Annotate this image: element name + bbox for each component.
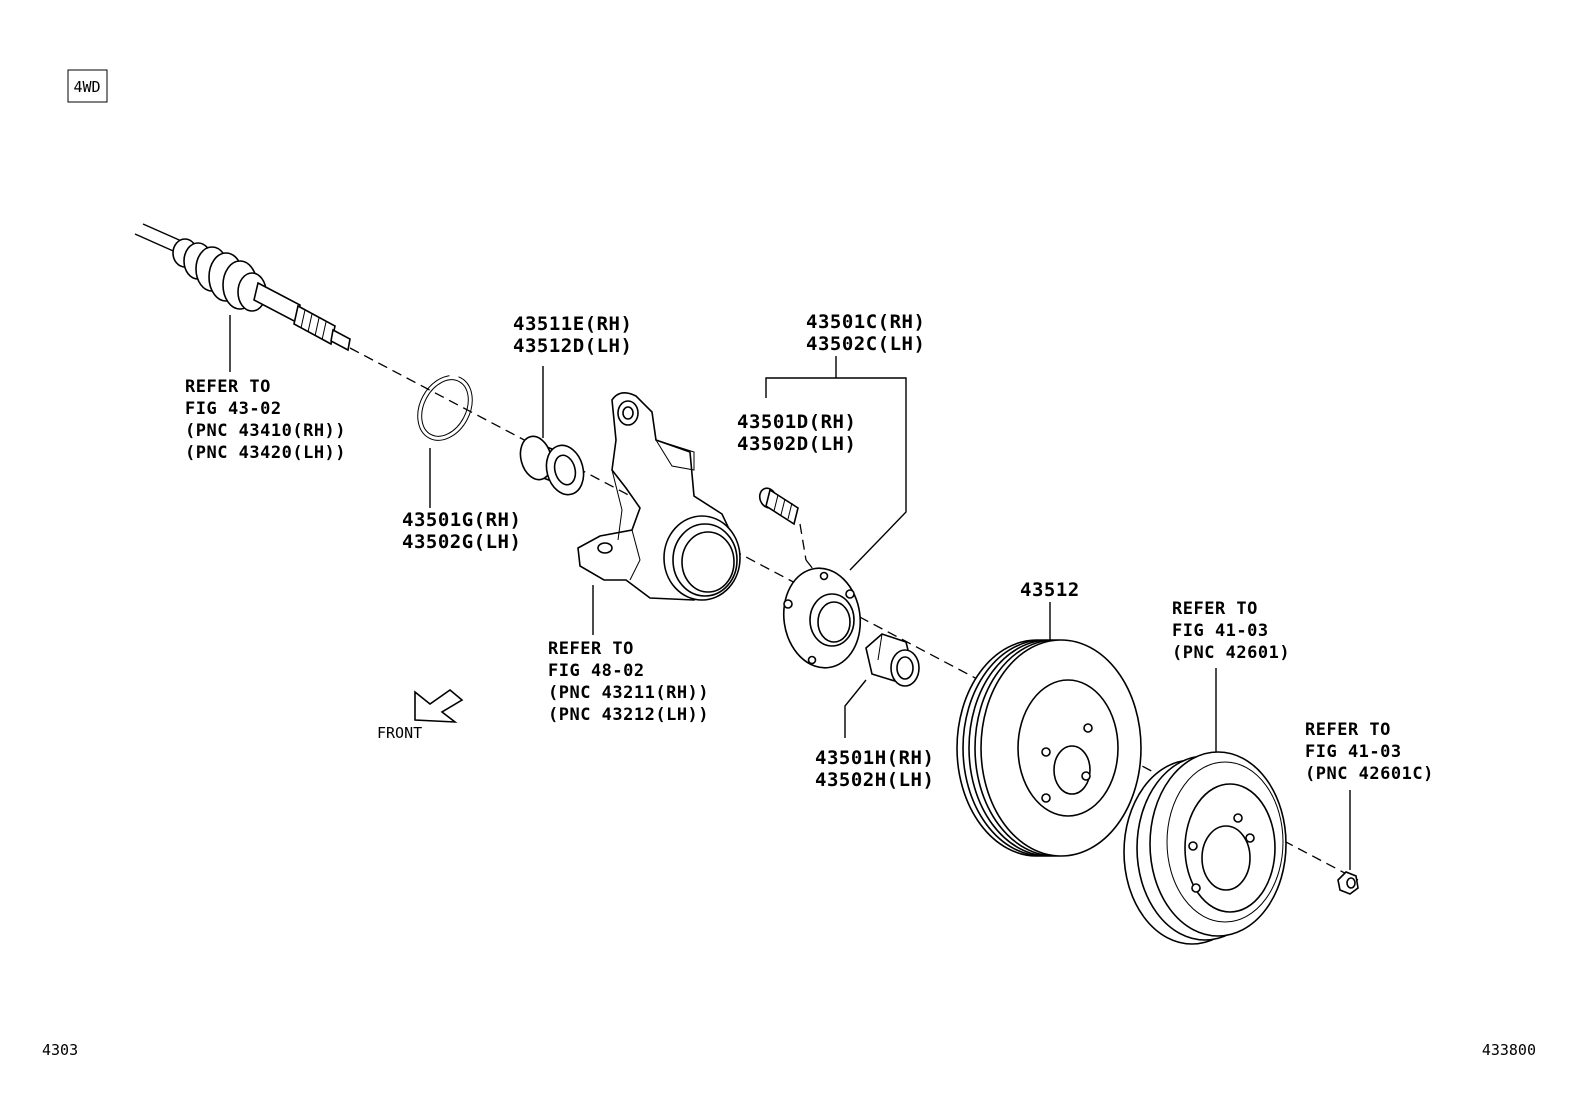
svg-text:(PNC 42601C): (PNC 42601C) [1305, 764, 1434, 784]
svg-text:43501C(RH): 43501C(RH) [806, 311, 925, 333]
svg-text:43501D(RH): 43501D(RH) [737, 411, 856, 433]
bearing-label: 43511E(RH) 43512D(LH) [513, 313, 632, 357]
brake-drum [1123, 751, 1287, 945]
footer-left-code: 4303 [42, 1041, 78, 1059]
svg-text:REFER TO: REFER TO [548, 639, 634, 659]
snap-ring [417, 369, 473, 441]
svg-text:4WD: 4WD [73, 78, 100, 96]
svg-text:FIG 41-03: FIG 41-03 [1305, 742, 1402, 762]
svg-text:43501H(RH): 43501H(RH) [815, 747, 934, 769]
svg-text:43502D(LH): 43502D(LH) [737, 433, 856, 455]
svg-text:43501G(RH): 43501G(RH) [402, 509, 521, 531]
svg-text:43511E(RH): 43511E(RH) [513, 313, 632, 335]
brake-rotor [956, 639, 1142, 857]
drum-reference-label: REFER TO FIG 41-03 (PNC 42601) [1172, 599, 1290, 663]
svg-text:43512D(LH): 43512D(LH) [513, 335, 632, 357]
drive-shaft [134, 223, 351, 352]
svg-text:(PNC 43420(LH)): (PNC 43420(LH)) [185, 443, 346, 463]
svg-text:FIG 43-02: FIG 43-02 [185, 399, 282, 419]
knuckle-reference-label: REFER TO FIG 48-02 (PNC 43211(RH)) (PNC … [548, 639, 709, 725]
svg-text:43502C(LH): 43502C(LH) [806, 333, 925, 355]
badge-4wd: 4WD [67, 69, 108, 103]
svg-text:FIG 48-02: FIG 48-02 [548, 661, 645, 681]
svg-text:REFER TO: REFER TO [1172, 599, 1258, 619]
hub-group-label: 43501C(RH) 43502C(LH) [806, 311, 925, 355]
footer-right-code: 433800 [1482, 1041, 1536, 1059]
steering-knuckle [577, 392, 741, 601]
rotor-label: 43512 [1020, 579, 1080, 601]
wheel-nut [1337, 871, 1359, 895]
svg-text:REFER TO: REFER TO [185, 377, 271, 397]
svg-text:43502G(LH): 43502G(LH) [402, 531, 521, 553]
svg-text:(PNC 43212(LH)): (PNC 43212(LH)) [548, 705, 709, 725]
svg-text:FIG 41-03: FIG 41-03 [1172, 621, 1269, 641]
hub-nut-label: 43501H(RH) 43502H(LH) [815, 747, 934, 791]
hub-nut [865, 633, 920, 687]
front-arrow-icon [414, 688, 464, 723]
front-label: FRONT [377, 724, 422, 742]
snap-ring-label: 43501G(RH) 43502G(LH) [402, 509, 521, 553]
bearing [519, 435, 585, 496]
svg-text:(PNC 43410(RH)): (PNC 43410(RH)) [185, 421, 346, 441]
hub-bolt [758, 487, 799, 526]
svg-text:(PNC 43211(RH)): (PNC 43211(RH)) [548, 683, 709, 703]
svg-text:REFER TO: REFER TO [1305, 720, 1391, 740]
svg-text:(PNC 42601): (PNC 42601) [1172, 643, 1290, 663]
hub-bolt-label: 43501D(RH) 43502D(LH) [737, 411, 856, 455]
driveshaft-reference-label: REFER TO FIG 43-02 (PNC 43410(RH)) (PNC … [185, 377, 346, 463]
hub [782, 567, 862, 669]
wheel-nut-reference-label: REFER TO FIG 41-03 (PNC 42601C) [1305, 720, 1434, 784]
svg-text:43502H(LH): 43502H(LH) [815, 769, 934, 791]
